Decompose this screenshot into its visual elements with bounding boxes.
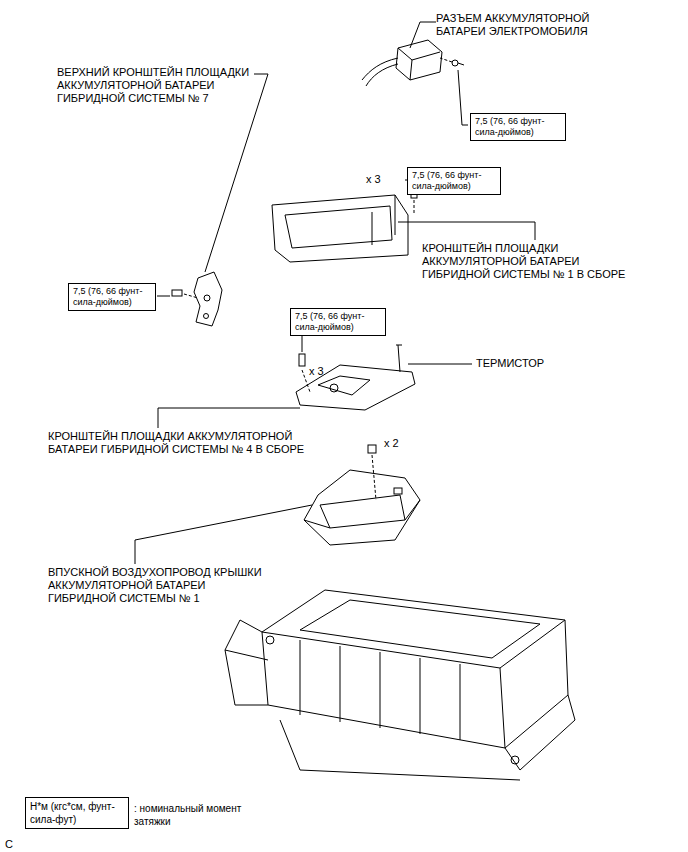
torque-box: 7,5 (76, 66 фунт-сила-дюймов)	[407, 167, 501, 195]
torque-value: 7,5 (76, 66 фунт-сила-дюймов)	[412, 170, 496, 192]
connector-part	[362, 40, 464, 86]
assembly-line	[302, 370, 310, 392]
legend-box: Н*м (кгс*см, фунт-сила-фут)	[25, 797, 129, 829]
assembly-line	[372, 455, 376, 500]
bracket-1	[272, 195, 408, 262]
leader-line	[157, 296, 170, 297]
part-label: : номинальный момент затяжки	[134, 802, 244, 828]
part-label: ТЕРМИСТОР	[476, 357, 596, 370]
part-label: РАЗЪЕМ АККУМУЛЯТОРНОЙ БАТАРЕИ ЭЛЕКТРОМОБ…	[436, 12, 618, 38]
leader-line	[135, 505, 312, 564]
leader-line	[158, 408, 300, 428]
torque-value: 7,5 (76, 66 фунт-сила-дюймов)	[295, 311, 381, 333]
bracket-4	[296, 345, 415, 410]
part-label: КРОНШТЕЙН ПЛОЩАДКИ АККУМУЛЯТОРНОЙ БАТАРЕ…	[48, 430, 330, 456]
part-label: x 3	[366, 173, 396, 186]
leader-line	[458, 70, 468, 125]
air-duct	[304, 470, 420, 545]
bracket-7	[194, 272, 222, 326]
torque-value: Н*м (кгс*см, фунт-сила-фут)	[30, 800, 124, 826]
part-label: x 3	[309, 365, 339, 378]
leader-line	[398, 222, 535, 240]
part-label: ВПУСКНОЙ ВОЗДУХОПРОВОД КРЫШКИ АККУМУЛЯТО…	[48, 566, 274, 605]
part-label: ВЕРХНИЙ КРОНШТЕЙН ПЛОЩАДКИ АККУМУЛЯТОРНО…	[57, 66, 263, 105]
battery-pack	[225, 590, 575, 780]
torque-box: 7,5 (76, 66 фунт-сила-дюймов)	[290, 308, 386, 336]
torque-value: 7,5 (76, 66 фунт-сила-дюймов)	[73, 286, 151, 308]
leader-line	[205, 74, 268, 272]
torque-value: 7,5 (76, 66 фунт-сила-дюймов)	[475, 116, 561, 138]
torque-box: 7,5 (76, 66 фунт-сила-дюймов)	[470, 113, 566, 141]
part-label: C	[5, 838, 25, 851]
leader-line	[408, 364, 472, 365]
part-label: x 2	[384, 437, 414, 450]
part-label: КРОНШТЕЙН ПЛОЩАДКИ АККУМУЛЯТОРНОЙ БАТАРЕ…	[422, 242, 644, 281]
leader-line	[302, 336, 303, 352]
torque-box: 7,5 (76, 66 фунт-сила-дюймов)	[68, 283, 156, 311]
assembly-line	[414, 200, 415, 215]
